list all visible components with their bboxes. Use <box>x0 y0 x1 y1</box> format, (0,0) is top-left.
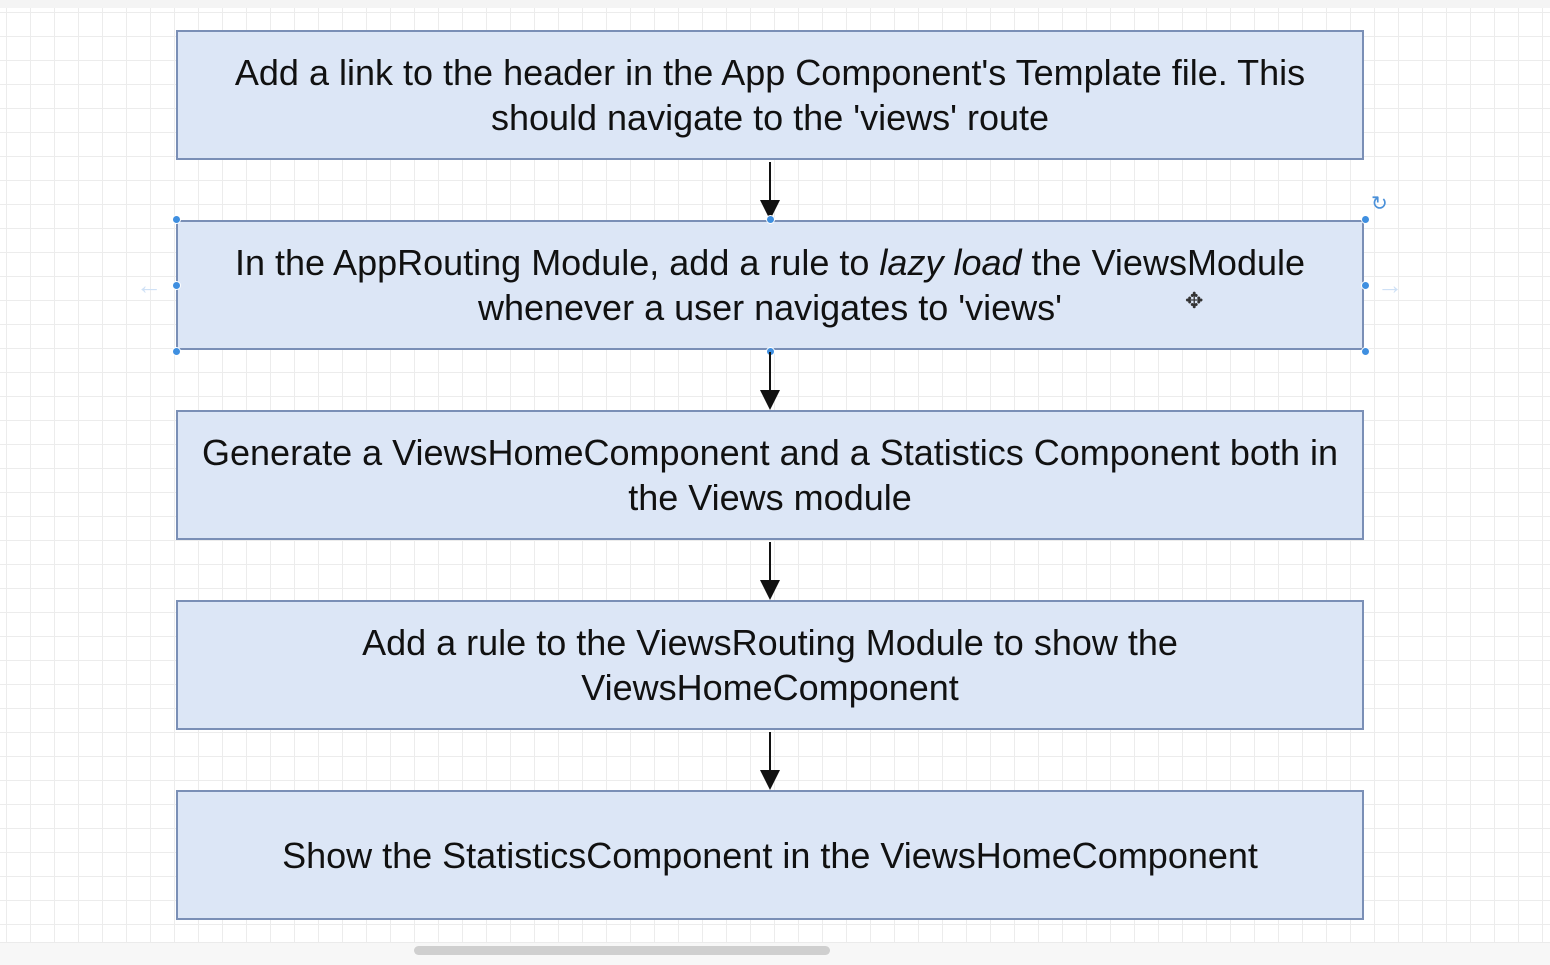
flow-step-3[interactable]: Generate a ViewsHomeComponent and a Stat… <box>176 410 1364 540</box>
flow-step-5-text: Show the StatisticsComponent in the View… <box>282 834 1258 876</box>
resize-handle-bottom-right[interactable] <box>1361 347 1370 356</box>
resize-handle-bottom-left[interactable] <box>172 347 181 356</box>
resize-handle-right[interactable] <box>1361 281 1370 290</box>
resize-handle-top[interactable] <box>766 215 775 224</box>
resize-handle-top-right[interactable] <box>1361 215 1370 224</box>
flow-step-4-text: Add a rule to the ViewsRouting Module to… <box>362 622 1178 708</box>
connector-arrow-1[interactable] <box>760 162 780 220</box>
flow-step-1-text: Add a link to the header in the App Comp… <box>234 52 1306 138</box>
flow-step-2[interactable]: In the AppRouting Module, add a rule to … <box>176 220 1364 350</box>
flow-step-2-text-em: lazy load <box>879 242 1022 283</box>
flow-step-3-text: Generate a ViewsHomeComponent and a Stat… <box>202 432 1338 518</box>
resize-handle-top-left[interactable] <box>172 215 181 224</box>
rotate-icon[interactable]: ↻ <box>1371 193 1388 215</box>
flow-step-2-text-a: In the AppRouting Module, add a rule to <box>234 242 880 283</box>
connector-arrow-2[interactable] <box>760 352 780 410</box>
flow-step-4[interactable]: Add a rule to the ViewsRouting Module to… <box>176 600 1364 730</box>
flow-step-1[interactable]: Add a link to the header in the App Comp… <box>176 30 1364 160</box>
horizontal-scrollbar-thumb[interactable] <box>414 946 830 955</box>
arrow-left-icon[interactable]: ← <box>136 270 162 300</box>
resize-handle-left[interactable] <box>172 281 181 290</box>
arrow-right-icon[interactable]: → <box>1377 270 1403 300</box>
flow-step-5[interactable]: Show the StatisticsComponent in the View… <box>176 790 1364 920</box>
connector-arrow-3[interactable] <box>760 542 780 600</box>
move-cursor-icon: ✥ <box>1185 288 1204 313</box>
connector-arrow-4[interactable] <box>760 732 780 790</box>
flow-step-2-text-b: the ViewsModule whenever a user navigate… <box>477 242 1306 328</box>
flow-step-2-text: In the AppRouting Module, add a rule to … <box>192 240 1348 330</box>
